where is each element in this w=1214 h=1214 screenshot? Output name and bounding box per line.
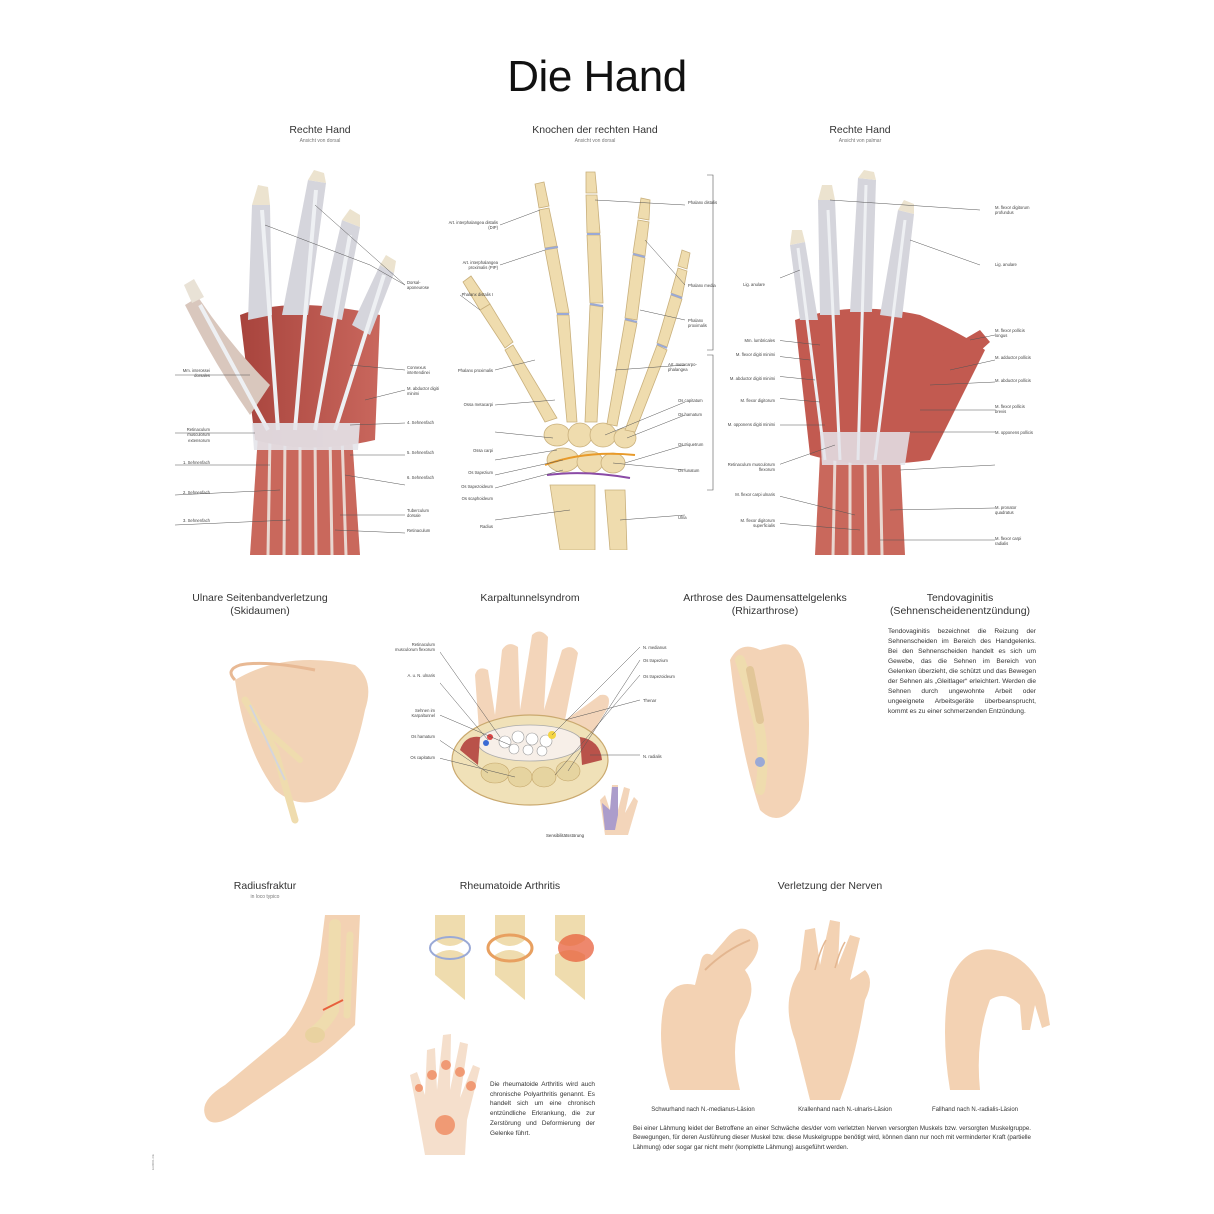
nerve-hands-illustration	[650, 910, 1070, 1105]
label-dorsal-right-2: M. abductor digiti minimi	[407, 386, 439, 397]
label-dorsal-left-3: 2. Sehnenfach	[182, 490, 210, 495]
panel-title-rheumatoid: Rheumatoide Arthritis	[459, 880, 561, 892]
label-carpal-right-3: Thenar	[643, 698, 657, 703]
label-carpal-left-0: Retinaculum musculorum flexorum	[394, 642, 435, 653]
label-bones-right-7: Os lunatum	[678, 468, 700, 473]
ulnar-ligament-illustration	[205, 640, 385, 840]
panel-title-bones: Knochen der rechten Hand	[532, 124, 658, 136]
label-bones-left-1: Art. interphalangea proximalis (PIP)	[462, 260, 498, 271]
label-palmar-right-6: M. opponens pollicis	[995, 430, 1033, 435]
side-code: EA0001-DE	[151, 1154, 155, 1170]
radius-fracture-illustration	[195, 915, 375, 1140]
panel-subtitle-rhizarthrosis: (Rhizarthrose)	[731, 605, 799, 617]
label-bones-left-4: Ossa metacarpi	[463, 402, 493, 407]
bones-hand-illustration	[445, 170, 735, 550]
panel-subtitle-ulnar: (Skidaumen)	[230, 605, 290, 617]
label-bones-left-3: Phalanx proximalis	[457, 368, 493, 373]
label-palmar-left-8: M. flexor digitorum superficialis	[740, 518, 775, 529]
label-carpal-left-4: Os capitatum	[410, 755, 435, 760]
caption-nerve-median: Schwurhand nach N.-medianus-Läsion	[651, 1107, 755, 1113]
rheumatoid-joints-illustration	[420, 910, 600, 1000]
nerves-text: Bei einer Lähmung leidet der Betroffene …	[633, 1125, 1031, 1151]
label-carpal-right-0: N. medianus	[643, 645, 667, 650]
palmar-hand-illustration	[780, 170, 1000, 555]
label-dorsal-right-5: 6. Sehnenfach	[407, 475, 435, 480]
label-palmar-left-3: M. abductor digiti minimi	[729, 376, 775, 381]
label-bones-right-0: Phalanx distalis	[688, 200, 718, 205]
label-dorsal-left-1: Retinaculum musculorum extensorum	[186, 427, 210, 443]
caption-nerve-radial: Fallhand nach N.-radialis-Läsion	[931, 1107, 1019, 1113]
label-palmar-right-8: M. flexor carpi radialis	[995, 536, 1022, 547]
label-bones-left-5: Ossa carpi	[472, 448, 493, 453]
label-bones-left-9: Radius	[479, 524, 493, 529]
label-palmar-right-4: M. abductor pollicis	[995, 378, 1031, 383]
label-bones-right-4: Os capitatum	[678, 398, 703, 403]
label-palmar-left-6: Retinaculum musculorum flexorum	[727, 462, 775, 473]
label-dorsal-right-1: Connexus intertendinei	[407, 365, 430, 376]
panel-subtitle-bones: Ansicht von dorsal	[574, 138, 616, 144]
panel-subtitle-radius: in loco typico	[250, 894, 280, 900]
label-palmar-right-3: M. adductor pollicis	[995, 355, 1031, 360]
label-bones-right-1: Phalanx media	[688, 283, 716, 288]
rheumatoid-hand-illustration	[405, 1020, 495, 1160]
tendovaginitis-text: Tendovaginitis bezeichnet die Reizung de…	[888, 628, 1036, 716]
label-palmar-left-1: Mm. lumbricales	[744, 338, 775, 343]
panel-subtitle-dorsal: Ansicht von dorsal	[299, 138, 341, 144]
panel-title-nerves: Verletzung der Nerven	[777, 880, 883, 892]
label-palmar-left-5: M. opponens digiti minimi	[727, 422, 775, 427]
label-palmar-left-2: M. flexor digiti minimi	[735, 352, 775, 357]
label-dorsal-right-6: Tuberculum dorsale	[407, 508, 429, 519]
panel-title-dorsal: Rechte Hand	[289, 124, 351, 136]
label-bones-left-6: Os trapezium	[468, 470, 493, 475]
label-bones-left-0: Art. interphalangea distalis (DIP)	[448, 220, 498, 231]
label-bones-left-8: Os scaphoideum	[461, 496, 493, 501]
label-bones-right-3: Art. metacarpo- phalangea	[668, 362, 697, 373]
panel-title-carpal: Karpaltunnelsyndrom	[480, 592, 580, 604]
rheumatoid-text: Die rheumatoide Arthritis wird auch chro…	[490, 1081, 595, 1137]
label-palmar-left-0: Lig. anulare	[743, 282, 765, 287]
label-dorsal-right-4: 5. Sehnenfach	[407, 450, 435, 455]
label-dorsal-right-0: Dorsal- aponeurose	[407, 280, 430, 291]
label-palmar-right-2: M. flexor pollicis longus	[995, 328, 1025, 339]
rhizarthrosis-illustration	[720, 630, 840, 830]
label-palmar-right-5: M. flexor pollicis brevis	[995, 404, 1025, 415]
panel-title-tendovaginitis: Tendovaginitis	[926, 592, 994, 604]
label-carpal-right-4: N. radialis	[643, 754, 662, 759]
label-bones-right-8: Ulna	[678, 515, 687, 520]
label-dorsal-left-0: Mm. interossei dorsales	[182, 368, 210, 379]
label-palmar-left-4: M. flexor digitorum	[740, 398, 775, 403]
label-palmar-right-7: M. pronator quadratus	[995, 505, 1017, 516]
label-palmar-left-7: M. flexor carpi ulnaris	[735, 492, 775, 497]
label-bones-right-6: Os triquetrum	[678, 442, 704, 447]
label-carpal-left-3: Os hamatum	[411, 734, 435, 739]
label-bones-right-2: Phalanx proximalis	[688, 318, 707, 329]
carpal-tunnel-illustration	[440, 625, 650, 840]
label-dorsal-right-3: 4. Sehnenfach	[407, 420, 435, 425]
label-carpal-left-1: A. u. N. ulnaris	[407, 673, 435, 678]
panel-title-rhizarthrosis: Arthrose des Daumensattelgelenks	[683, 592, 847, 604]
label-dorsal-left-2: 1. Sehnenfach	[182, 460, 210, 465]
caption-sensibility: Sensibilitätsstörung	[545, 833, 585, 838]
panel-title-palmar: Rechte Hand	[829, 124, 891, 136]
panel-subtitle-tendovaginitis: (Sehnenscheidenentzündung)	[889, 605, 1031, 617]
dorsal-hand-illustration	[170, 165, 430, 555]
label-bones-left-7: Os trapezoideum	[461, 484, 493, 489]
label-carpal-right-1: Os trapezium	[643, 658, 668, 663]
label-carpal-right-2: Os trapezoideum	[643, 674, 675, 679]
label-palmar-right-0: M. flexor digitorum profundus	[995, 205, 1030, 216]
panel-subtitle-palmar: Ansicht von palmar	[838, 138, 882, 144]
caption-nerve-ulnar: Krallenhand nach N.-ulnaris-Läsion	[798, 1107, 892, 1113]
label-bones-right-5: Os hamatum	[678, 412, 702, 417]
label-dorsal-left-4: 3. Sehnenfach	[182, 518, 210, 523]
label-bones-left-2: Phalanx distalis I	[461, 292, 493, 297]
panel-title-radius: Radiusfraktur	[233, 880, 297, 892]
label-carpal-left-2: Sehnen im Karpaltunnel	[411, 708, 435, 719]
poster-title: Die Hand	[507, 52, 687, 101]
panel-title-ulnar: Ulnare Seitenbandverletzung	[192, 592, 328, 604]
label-palmar-right-1: Lig. anulare	[995, 262, 1017, 267]
label-dorsal-right-7: Retinaculum	[407, 528, 431, 533]
